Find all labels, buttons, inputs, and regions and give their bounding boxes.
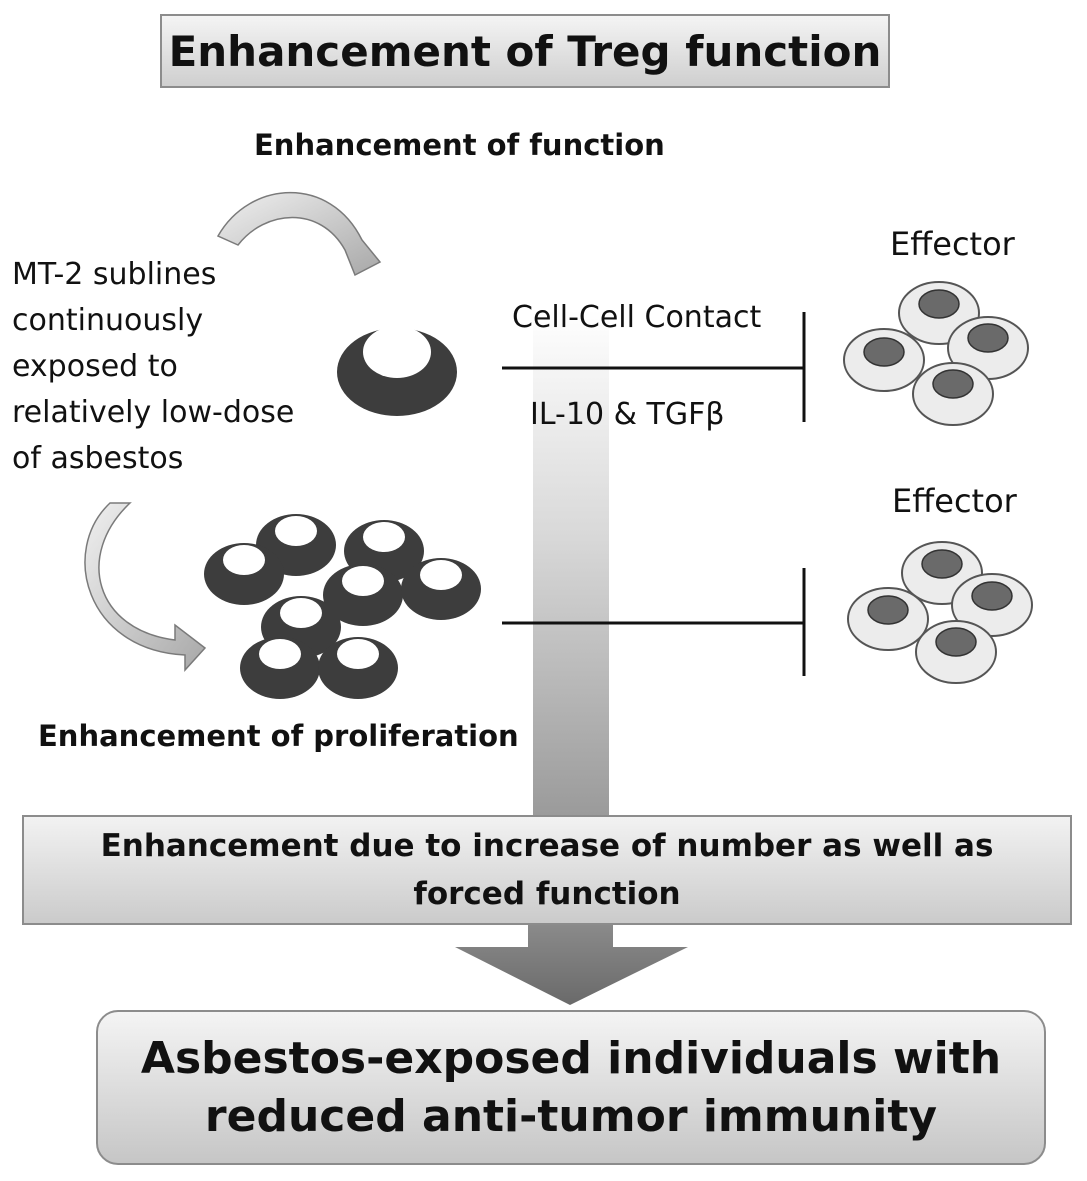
inhibition-line-top xyxy=(502,312,806,422)
flow-bar xyxy=(533,310,609,818)
function-curved-arrow xyxy=(216,192,382,277)
inhibition-line-bottom xyxy=(502,568,806,676)
effector-cell xyxy=(915,620,997,684)
title-text: Enhancement of Treg function xyxy=(168,26,882,76)
effector-cluster-bottom xyxy=(847,541,1033,684)
down-arrow xyxy=(455,925,688,1005)
treg-cell xyxy=(204,543,284,605)
effector-label-bottom: Effector xyxy=(892,482,1017,520)
cytokines-label: IL-10 & TGFβ xyxy=(530,397,725,432)
sublines-description: MT-2 sublines continuously exposed to re… xyxy=(12,257,295,476)
effector-cluster-top xyxy=(843,281,1029,426)
treg-cell xyxy=(401,558,481,620)
effector-label-top: Effector xyxy=(890,225,1015,263)
summary-box: Enhancement due to increase of number as… xyxy=(22,815,1072,925)
treg-cell xyxy=(318,637,398,699)
proliferation-curved-arrow xyxy=(84,502,207,672)
function-enhancement-label: Enhancement of function xyxy=(254,128,665,162)
outcome-box: Asbestos-exposed individuals with reduce… xyxy=(96,1010,1046,1165)
treg-cell-single xyxy=(337,326,457,416)
effector-cell xyxy=(947,316,1029,380)
effector-cell xyxy=(912,362,994,426)
treg-cell xyxy=(240,637,320,699)
treg-cell xyxy=(323,564,403,626)
title-box: Enhancement of Treg function xyxy=(160,14,890,88)
effector-cell xyxy=(843,328,925,392)
effector-cell xyxy=(847,587,929,651)
summary-text: Enhancement due to increase of number as… xyxy=(100,828,994,912)
effector-cell xyxy=(951,573,1033,637)
cell-contact-label: Cell-Cell Contact xyxy=(512,300,762,335)
proliferation-enhancement-label: Enhancement of proliferation xyxy=(38,719,519,753)
outcome-text: Asbestos-exposed individuals with reduce… xyxy=(140,1032,1002,1142)
treg-cell-cluster xyxy=(204,514,481,699)
